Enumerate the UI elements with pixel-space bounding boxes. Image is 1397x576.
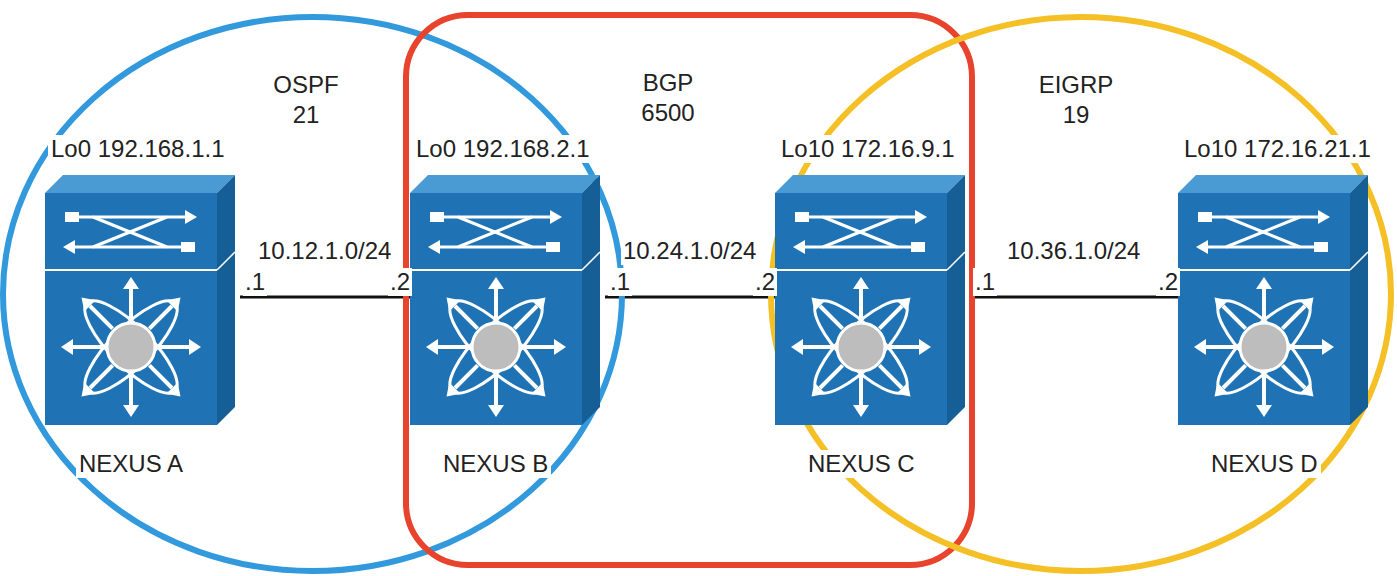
switch-icon (45, 175, 235, 425)
link-line (970, 296, 1178, 299)
device-name: NEXUS C (805, 450, 918, 478)
switch-node: Lo0 192.168.1.1NEXUS A (45, 135, 240, 485)
switch-icon-holder (775, 175, 965, 425)
loopback-label: Lo0 192.168.1.1 (48, 135, 228, 163)
switch-node: Lo10 172.16.9.1NEXUS C (775, 135, 970, 485)
subnet-label: 10.24.1.0/24 (621, 237, 758, 265)
subnet-label: 10.12.1.0/24 (256, 237, 393, 265)
switch-node: Lo10 172.16.21.1NEXUS D (1178, 135, 1377, 485)
region-label: EIGRP 19 (1036, 70, 1116, 130)
region-border (3, 17, 622, 571)
protocol-region: BGP 6500Lo0 192.168.2.1NEXUS B Lo10 172.1… (403, 12, 975, 568)
switch-node: Lo0 192.168.2.1NEXUS B (410, 135, 605, 485)
switch-icon-holder (45, 175, 235, 425)
interface-address: .1 (973, 268, 997, 296)
switch-icon (1178, 175, 1368, 425)
switch-icon (775, 175, 965, 425)
interface-address: .2 (1156, 268, 1180, 296)
loopback-label: Lo0 192.168.2.1 (413, 135, 593, 163)
switch-icon (410, 175, 600, 425)
interface-address: .2 (388, 268, 412, 296)
region-border (771, 17, 1391, 571)
region-border (406, 15, 972, 565)
device-name: NEXUS B (440, 450, 551, 478)
region-label: OSPF 21 (266, 70, 346, 130)
switch-icon-holder (410, 175, 600, 425)
switch-icon-holder (1178, 175, 1368, 425)
loopback-label: Lo10 172.16.9.1 (778, 135, 958, 163)
device-name: NEXUS A (76, 450, 186, 478)
region-label: BGP 6500 (628, 68, 708, 128)
subnet-label: 10.36.1.0/24 (1005, 237, 1142, 265)
loopback-label: Lo10 172.16.21.1 (1181, 135, 1374, 163)
device-name: NEXUS D (1208, 450, 1321, 478)
interface-address: .1 (243, 268, 267, 296)
interface-address: .2 (753, 268, 777, 296)
interface-address: .1 (608, 268, 632, 296)
